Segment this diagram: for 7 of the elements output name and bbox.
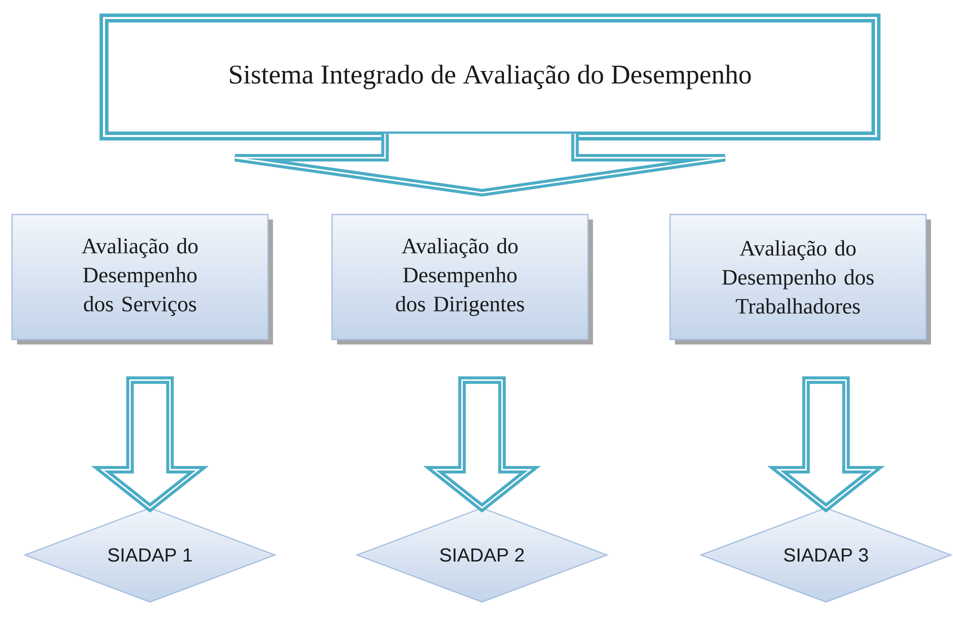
process-box: Avaliação do Desempenho dos Dirigentes <box>331 214 593 344</box>
process-box: Avaliação do Desempenho dos Trabalhadores <box>669 214 931 344</box>
block-arrow <box>767 376 885 513</box>
block-arrow <box>91 376 209 513</box>
callout-box: Sistema Integrado de Avaliação do Desempenho <box>100 14 880 197</box>
block-arrow <box>423 376 541 513</box>
process-box: Avaliação do Desempenho dos Serviços <box>11 214 273 344</box>
